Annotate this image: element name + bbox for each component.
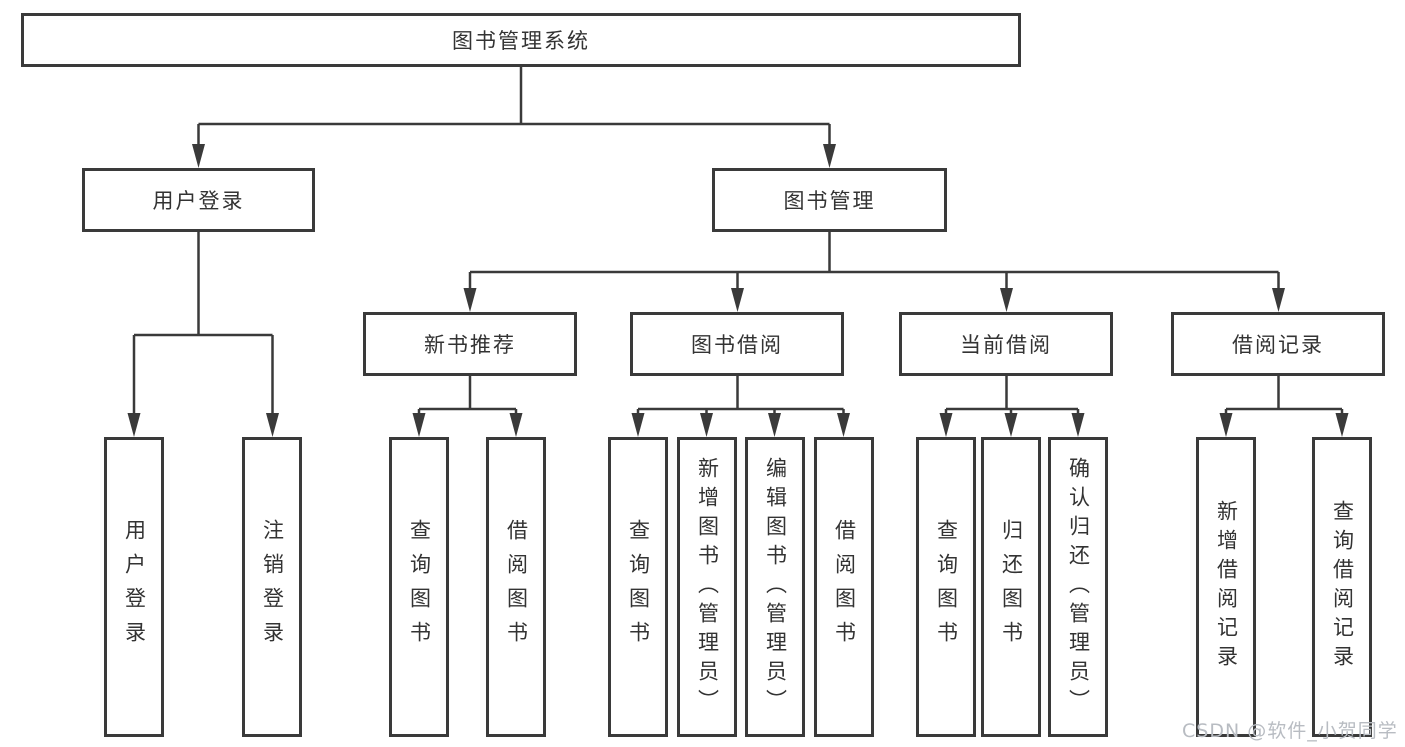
watermark: CSDN @软件_小贺同学	[1182, 720, 1398, 742]
node-new-book-recommend-label: 新书推荐	[424, 333, 516, 357]
leaf-add-book-admin-label: 新增图书（管理员）	[695, 456, 720, 718]
leaf-borrow-books-recommend-label: 借阅图书	[504, 519, 529, 655]
leaf-query-borrow-record-label: 查询借阅记录	[1330, 500, 1355, 674]
node-borrow-records-label: 借阅记录	[1232, 333, 1324, 357]
node-library-system-label: 图书管理系统	[452, 29, 590, 53]
node-current-borrow-label: 当前借阅	[960, 333, 1052, 357]
leaf-edit-book-admin: 编辑图书（管理员）	[745, 437, 805, 737]
leaf-confirm-return-admin-label: 确认归还（管理员）	[1066, 456, 1091, 718]
node-book-borrow-label: 图书借阅	[691, 333, 783, 357]
node-new-book-recommend: 新书推荐	[363, 312, 577, 376]
node-library-system: 图书管理系统	[21, 13, 1021, 67]
leaf-confirm-return-admin: 确认归还（管理员）	[1048, 437, 1108, 737]
leaf-add-borrow-record: 新增借阅记录	[1196, 437, 1256, 737]
leaf-query-borrow-record: 查询借阅记录	[1312, 437, 1372, 737]
node-current-borrow: 当前借阅	[899, 312, 1113, 376]
leaf-query-books-current-label: 查询图书	[934, 519, 959, 655]
leaf-query-books-borrow: 查询图书	[608, 437, 668, 737]
node-user-login-label: 用户登录	[152, 189, 245, 213]
leaf-borrow-books-label: 借阅图书	[832, 519, 857, 655]
leaf-return-book: 归还图书	[981, 437, 1041, 737]
node-book-management-label: 图书管理	[783, 189, 876, 213]
leaf-add-borrow-record-label: 新增借阅记录	[1214, 500, 1239, 674]
leaf-borrow-books-recommend: 借阅图书	[486, 437, 546, 737]
node-book-management: 图书管理	[712, 168, 947, 232]
node-borrow-records: 借阅记录	[1171, 312, 1385, 376]
leaf-user-login-label: 用户登录	[122, 519, 147, 655]
leaf-edit-book-admin-label: 编辑图书（管理员）	[763, 456, 788, 718]
leaf-return-book-label: 归还图书	[999, 519, 1024, 655]
leaf-query-books-current: 查询图书	[916, 437, 976, 737]
leaf-query-books-recommend: 查询图书	[389, 437, 449, 737]
leaf-borrow-books: 借阅图书	[814, 437, 874, 737]
node-book-borrow: 图书借阅	[630, 312, 844, 376]
leaf-add-book-admin: 新增图书（管理员）	[677, 437, 737, 737]
leaf-user-login: 用户登录	[104, 437, 164, 737]
leaf-logout: 注销登录	[242, 437, 302, 737]
node-user-login: 用户登录	[82, 168, 315, 232]
leaf-query-books-recommend-label: 查询图书	[407, 519, 432, 655]
leaf-logout-label: 注销登录	[260, 519, 285, 655]
leaf-query-books-borrow-label: 查询图书	[626, 519, 651, 655]
